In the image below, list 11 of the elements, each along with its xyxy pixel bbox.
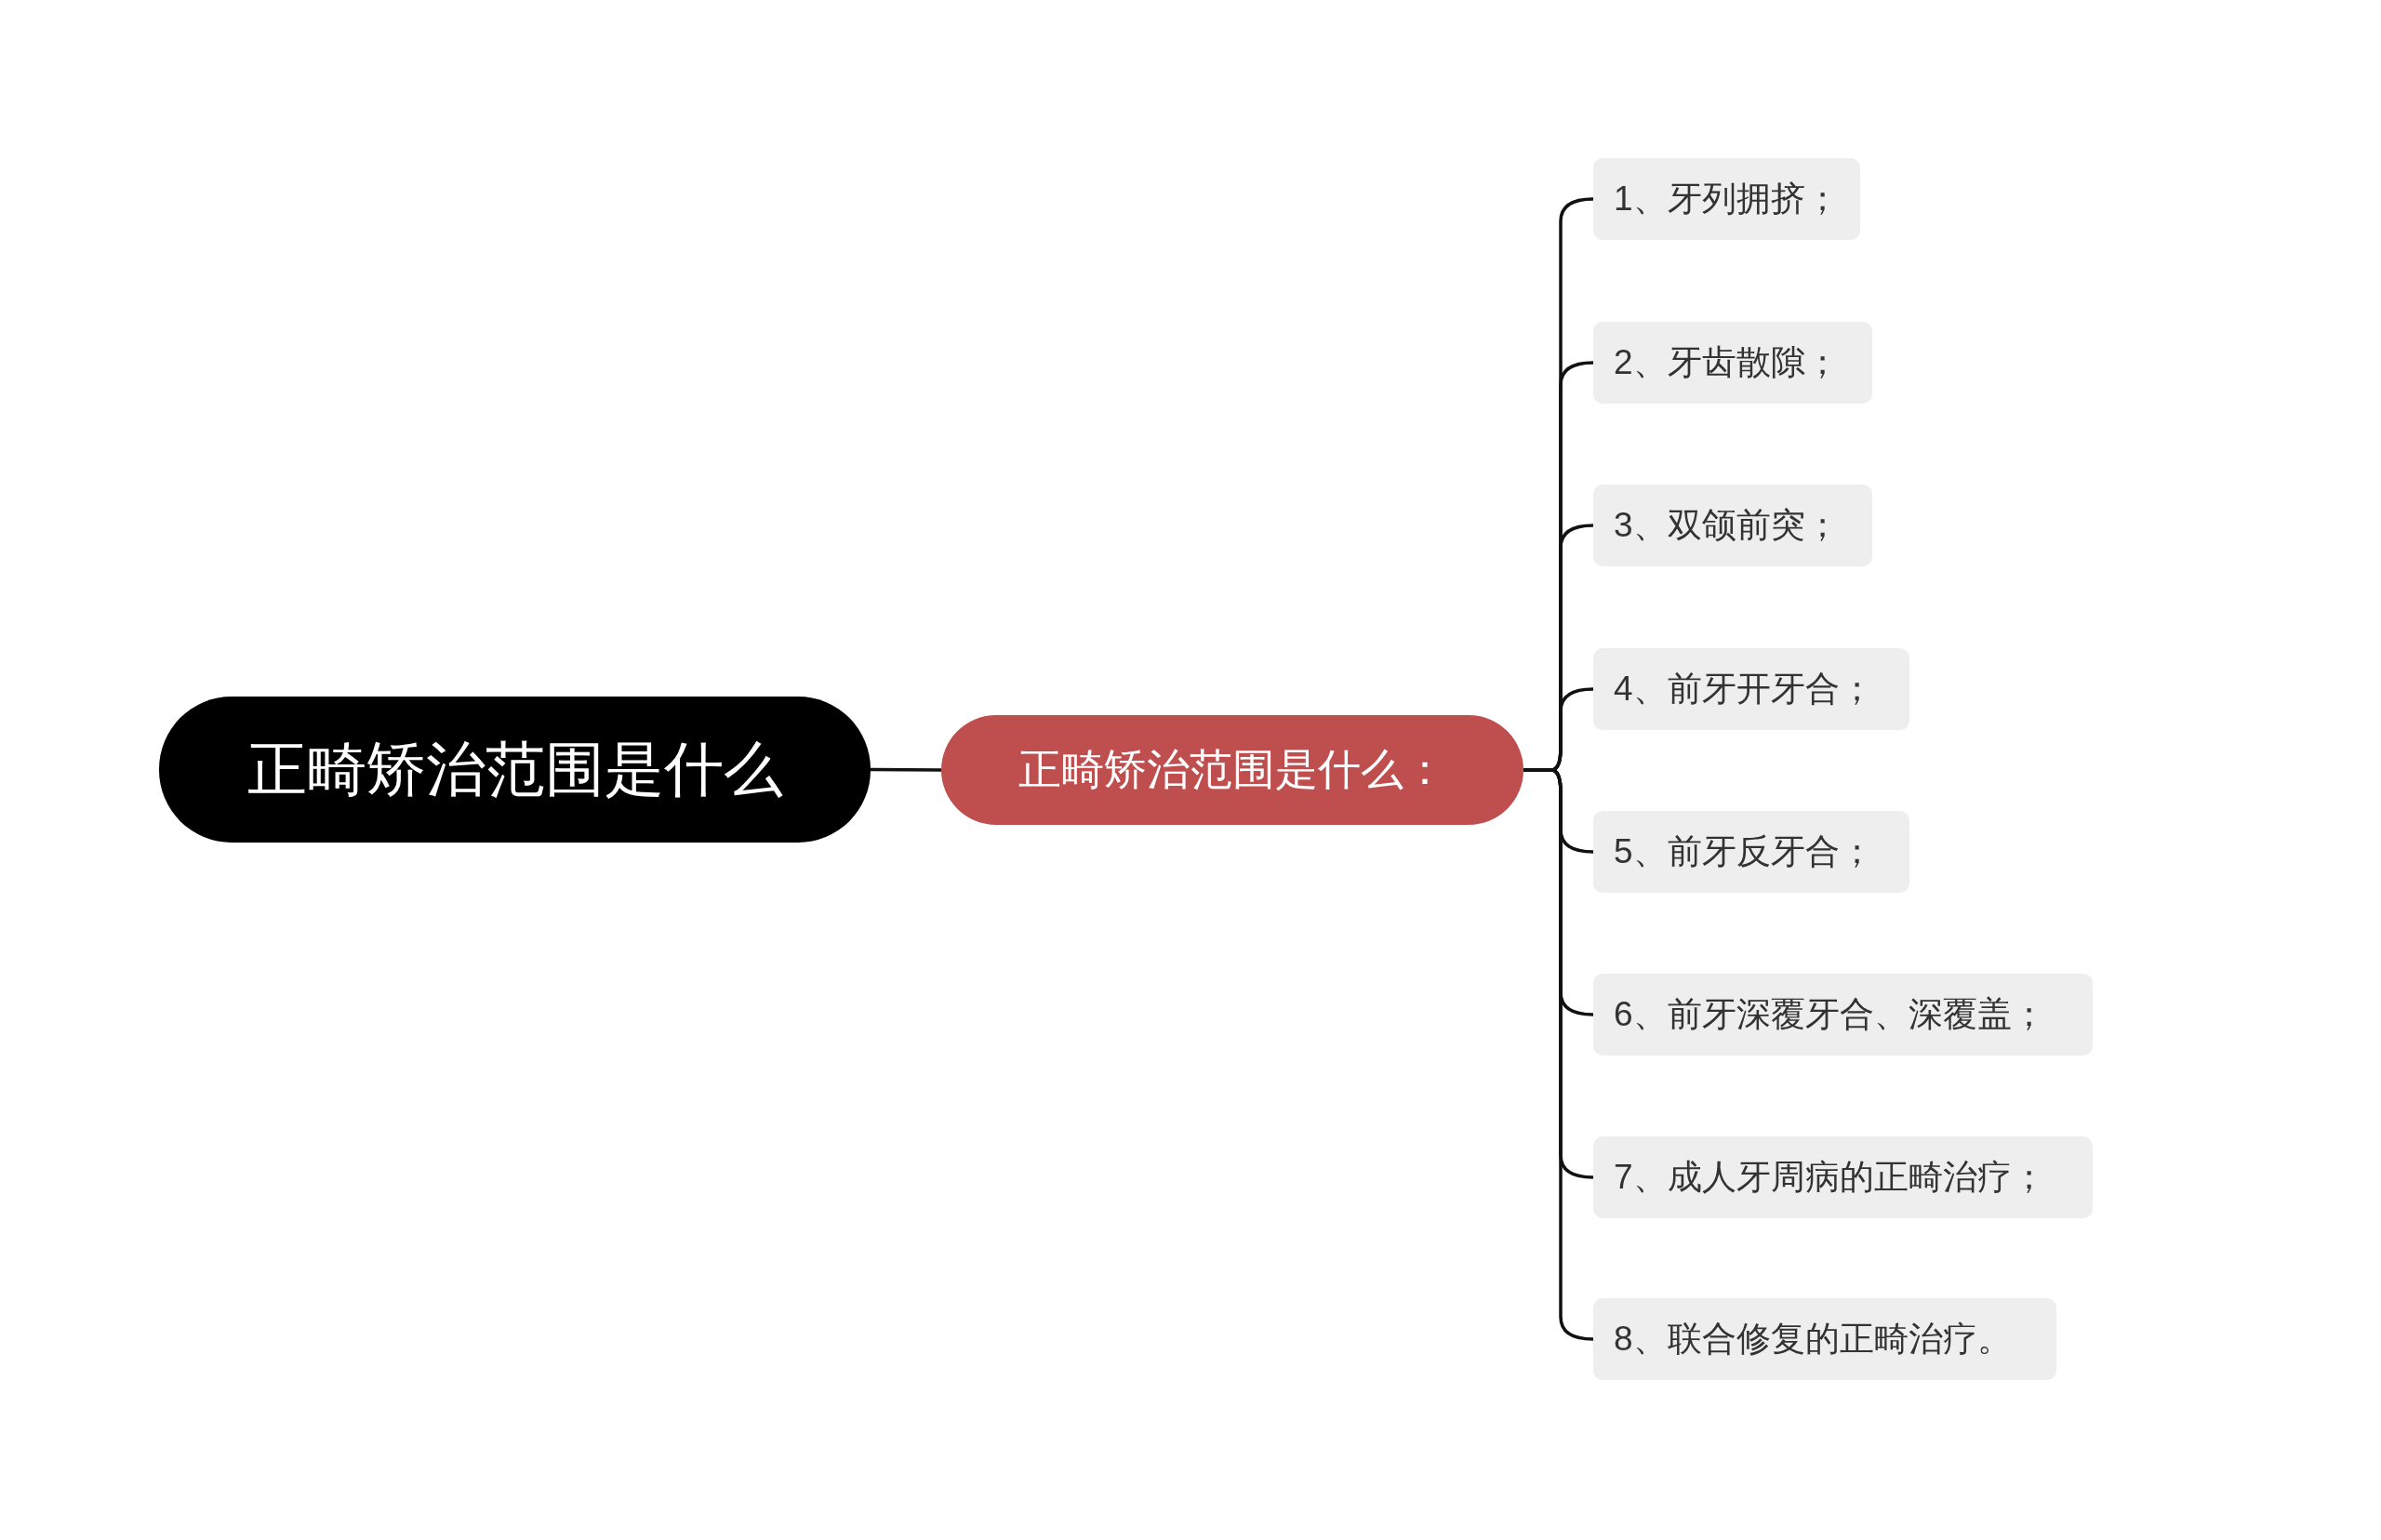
topic-node: 正畸矫治范围是什么 (159, 697, 871, 843)
leaf-node: 5、前牙反牙合； (1593, 811, 1909, 893)
leaf-node: 8、联合修复的正畸治疗。 (1593, 1298, 2056, 1380)
leaf-node: 3、双颌前突； (1593, 485, 1872, 566)
leaf-node: 4、前牙开牙合； (1593, 648, 1909, 730)
leaf-node: 1、牙列拥挤； (1593, 158, 1860, 240)
branch-node: 正畸矫治范围是什么： (941, 715, 1523, 825)
leaf-node: 2、牙齿散隙； (1593, 322, 1872, 404)
connector-line (871, 767, 941, 772)
leaf-node: 6、前牙深覆牙合、深覆盖； (1593, 974, 2093, 1055)
leaf-node: 7、成人牙周病的正畸治疗； (1593, 1136, 2093, 1218)
